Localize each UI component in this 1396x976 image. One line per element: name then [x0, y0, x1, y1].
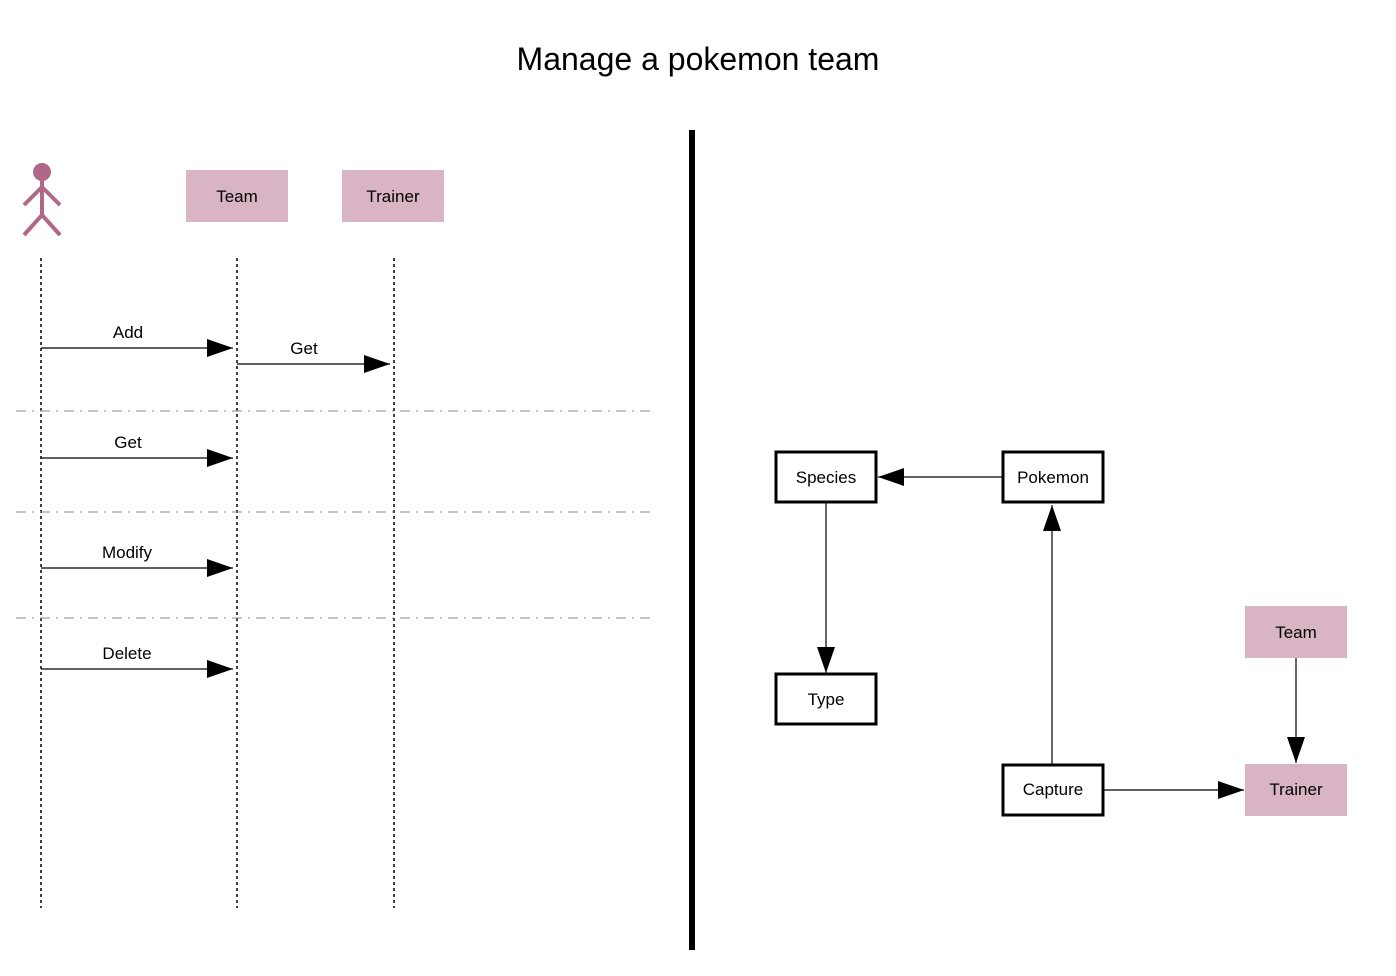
message-get: Get: [41, 433, 233, 467]
node-species: Species: [774, 450, 878, 504]
stick-figure-icon: [22, 163, 62, 237]
node-type: Type: [774, 672, 878, 726]
message-label: Modify: [102, 543, 153, 562]
page-title: Manage a pokemon team: [517, 41, 880, 77]
participant-trainer-label: Trainer: [366, 187, 420, 206]
message-add: Add: [41, 323, 233, 357]
node-label: Team: [1275, 623, 1317, 642]
node-label: Trainer: [1269, 780, 1323, 799]
dependency-graph: Species Pokemon Type Capture Team Traine…: [774, 450, 1347, 817]
participant-trainer: Trainer: [342, 170, 444, 222]
message-delete: Delete: [41, 644, 233, 678]
participant-team: Team: [186, 170, 288, 222]
node-label: Species: [796, 468, 856, 487]
node-pokemon: Pokemon: [1001, 450, 1105, 504]
node-team: Team: [1245, 606, 1347, 658]
node-label: Pokemon: [1017, 468, 1089, 487]
message-get-trainer: Get: [237, 339, 390, 373]
node-label: Capture: [1023, 780, 1083, 799]
node-capture: Capture: [1001, 763, 1105, 817]
message-label: Delete: [102, 644, 151, 663]
message-label: Add: [113, 323, 143, 342]
message-modify: Modify: [41, 543, 233, 577]
node-trainer: Trainer: [1245, 764, 1347, 816]
message-label: Get: [114, 433, 142, 452]
node-label: Type: [808, 690, 845, 709]
participant-team-label: Team: [216, 187, 258, 206]
message-label: Get: [290, 339, 318, 358]
sequence-diagram: Team Trainer Add Get Get Modify: [16, 163, 655, 908]
